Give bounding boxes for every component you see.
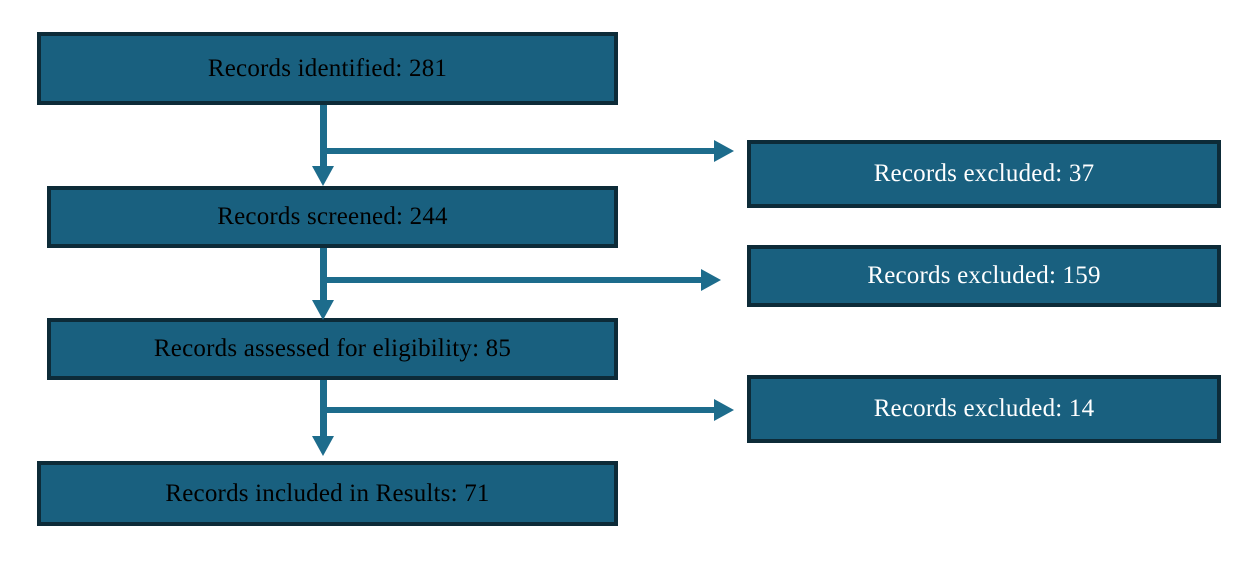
branch-to-excluded-3-arrowhead (714, 399, 734, 421)
connector-eligibility-to-included-line (320, 380, 327, 445)
node-records-excluded-2[interactable]: Records excluded: 159 (747, 245, 1221, 307)
node-records-excluded-2-label: Records excluded: 159 (867, 262, 1101, 290)
connector-screened-to-eligibility-arrowhead (312, 300, 334, 320)
connector-identified-to-screened-arrowhead (312, 166, 334, 186)
node-records-identified[interactable]: Records identified: 281 (37, 32, 618, 105)
node-records-screened[interactable]: Records screened: 244 (47, 186, 618, 248)
branch-to-excluded-3-line (327, 407, 716, 413)
branch-to-excluded-1-line (327, 148, 716, 154)
connector-eligibility-to-included-arrowhead (312, 436, 334, 456)
branch-to-excluded-1-arrowhead (714, 140, 734, 162)
node-records-included-label: Records included in Results: 71 (165, 479, 490, 507)
node-records-screened-label: Records screened: 244 (217, 203, 448, 231)
connector-screened-to-eligibility-line (320, 248, 327, 310)
node-records-excluded-3-label: Records excluded: 14 (873, 395, 1095, 423)
connector-identified-to-screened-line (320, 105, 327, 169)
node-records-excluded-1[interactable]: Records excluded: 37 (747, 140, 1221, 208)
branch-to-excluded-2-line (327, 277, 703, 283)
node-records-excluded-1-label: Records excluded: 37 (873, 160, 1095, 188)
node-records-assessed-eligibility-label: Records assessed for eligibility: 85 (153, 335, 512, 363)
node-records-assessed-eligibility[interactable]: Records assessed for eligibility: 85 (47, 318, 618, 380)
node-records-identified-label: Records identified: 281 (207, 54, 448, 82)
node-records-included[interactable]: Records included in Results: 71 (37, 461, 618, 526)
branch-to-excluded-2-arrowhead (701, 269, 721, 291)
node-records-excluded-3[interactable]: Records excluded: 14 (747, 375, 1221, 443)
